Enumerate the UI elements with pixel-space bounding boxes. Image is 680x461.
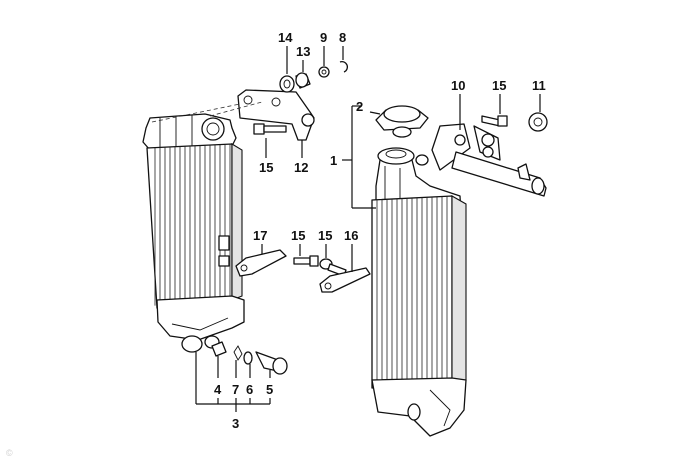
bolt-15b (481, 115, 508, 127)
bracket-16 (319, 267, 371, 293)
clip-8 (339, 60, 348, 73)
label-2: 2 (356, 99, 363, 114)
label-13: 13 (296, 44, 310, 59)
label-3: 3 (232, 416, 239, 431)
label-8: 8 (339, 30, 346, 45)
label-15-c: 15 (291, 228, 305, 243)
clip-7 (233, 345, 243, 361)
label-15-a: 15 (259, 160, 273, 175)
label-4: 4 (214, 382, 222, 397)
label-11: 11 (532, 78, 546, 93)
bracket-10 (431, 123, 547, 197)
label-17: 17 (253, 228, 267, 243)
label-9: 9 (320, 30, 327, 45)
radiator-cap-2 (375, 105, 429, 138)
label-1: 1 (330, 153, 337, 168)
bracket-17 (235, 249, 287, 277)
leader-lines (195, 46, 541, 412)
watermark: © (6, 448, 13, 458)
o-ring-6 (243, 351, 253, 365)
bolt-15a (253, 123, 287, 135)
sensor-4 (211, 341, 227, 357)
label-14: 14 (278, 30, 293, 45)
bracket-12 (151, 89, 315, 141)
right-radiator (371, 147, 467, 437)
label-6: 6 (246, 382, 253, 397)
label-10: 10 (451, 78, 465, 93)
grommet-11 (528, 112, 548, 132)
fitting-5 (255, 351, 288, 375)
label-15-b: 15 (492, 78, 506, 93)
bushing-13 (295, 72, 311, 89)
label-7: 7 (232, 382, 239, 397)
bolt-15c (293, 255, 319, 267)
label-15-d: 15 (318, 228, 332, 243)
rubber-mount-14 (279, 75, 295, 93)
part-numbers: 14 13 9 8 15 12 2 1 10 15 11 17 15 15 16… (214, 30, 546, 431)
label-16: 16 (344, 228, 358, 243)
left-radiator (142, 113, 245, 353)
label-12: 12 (294, 160, 308, 175)
label-5: 5 (266, 382, 273, 397)
washer-9 (318, 66, 330, 78)
